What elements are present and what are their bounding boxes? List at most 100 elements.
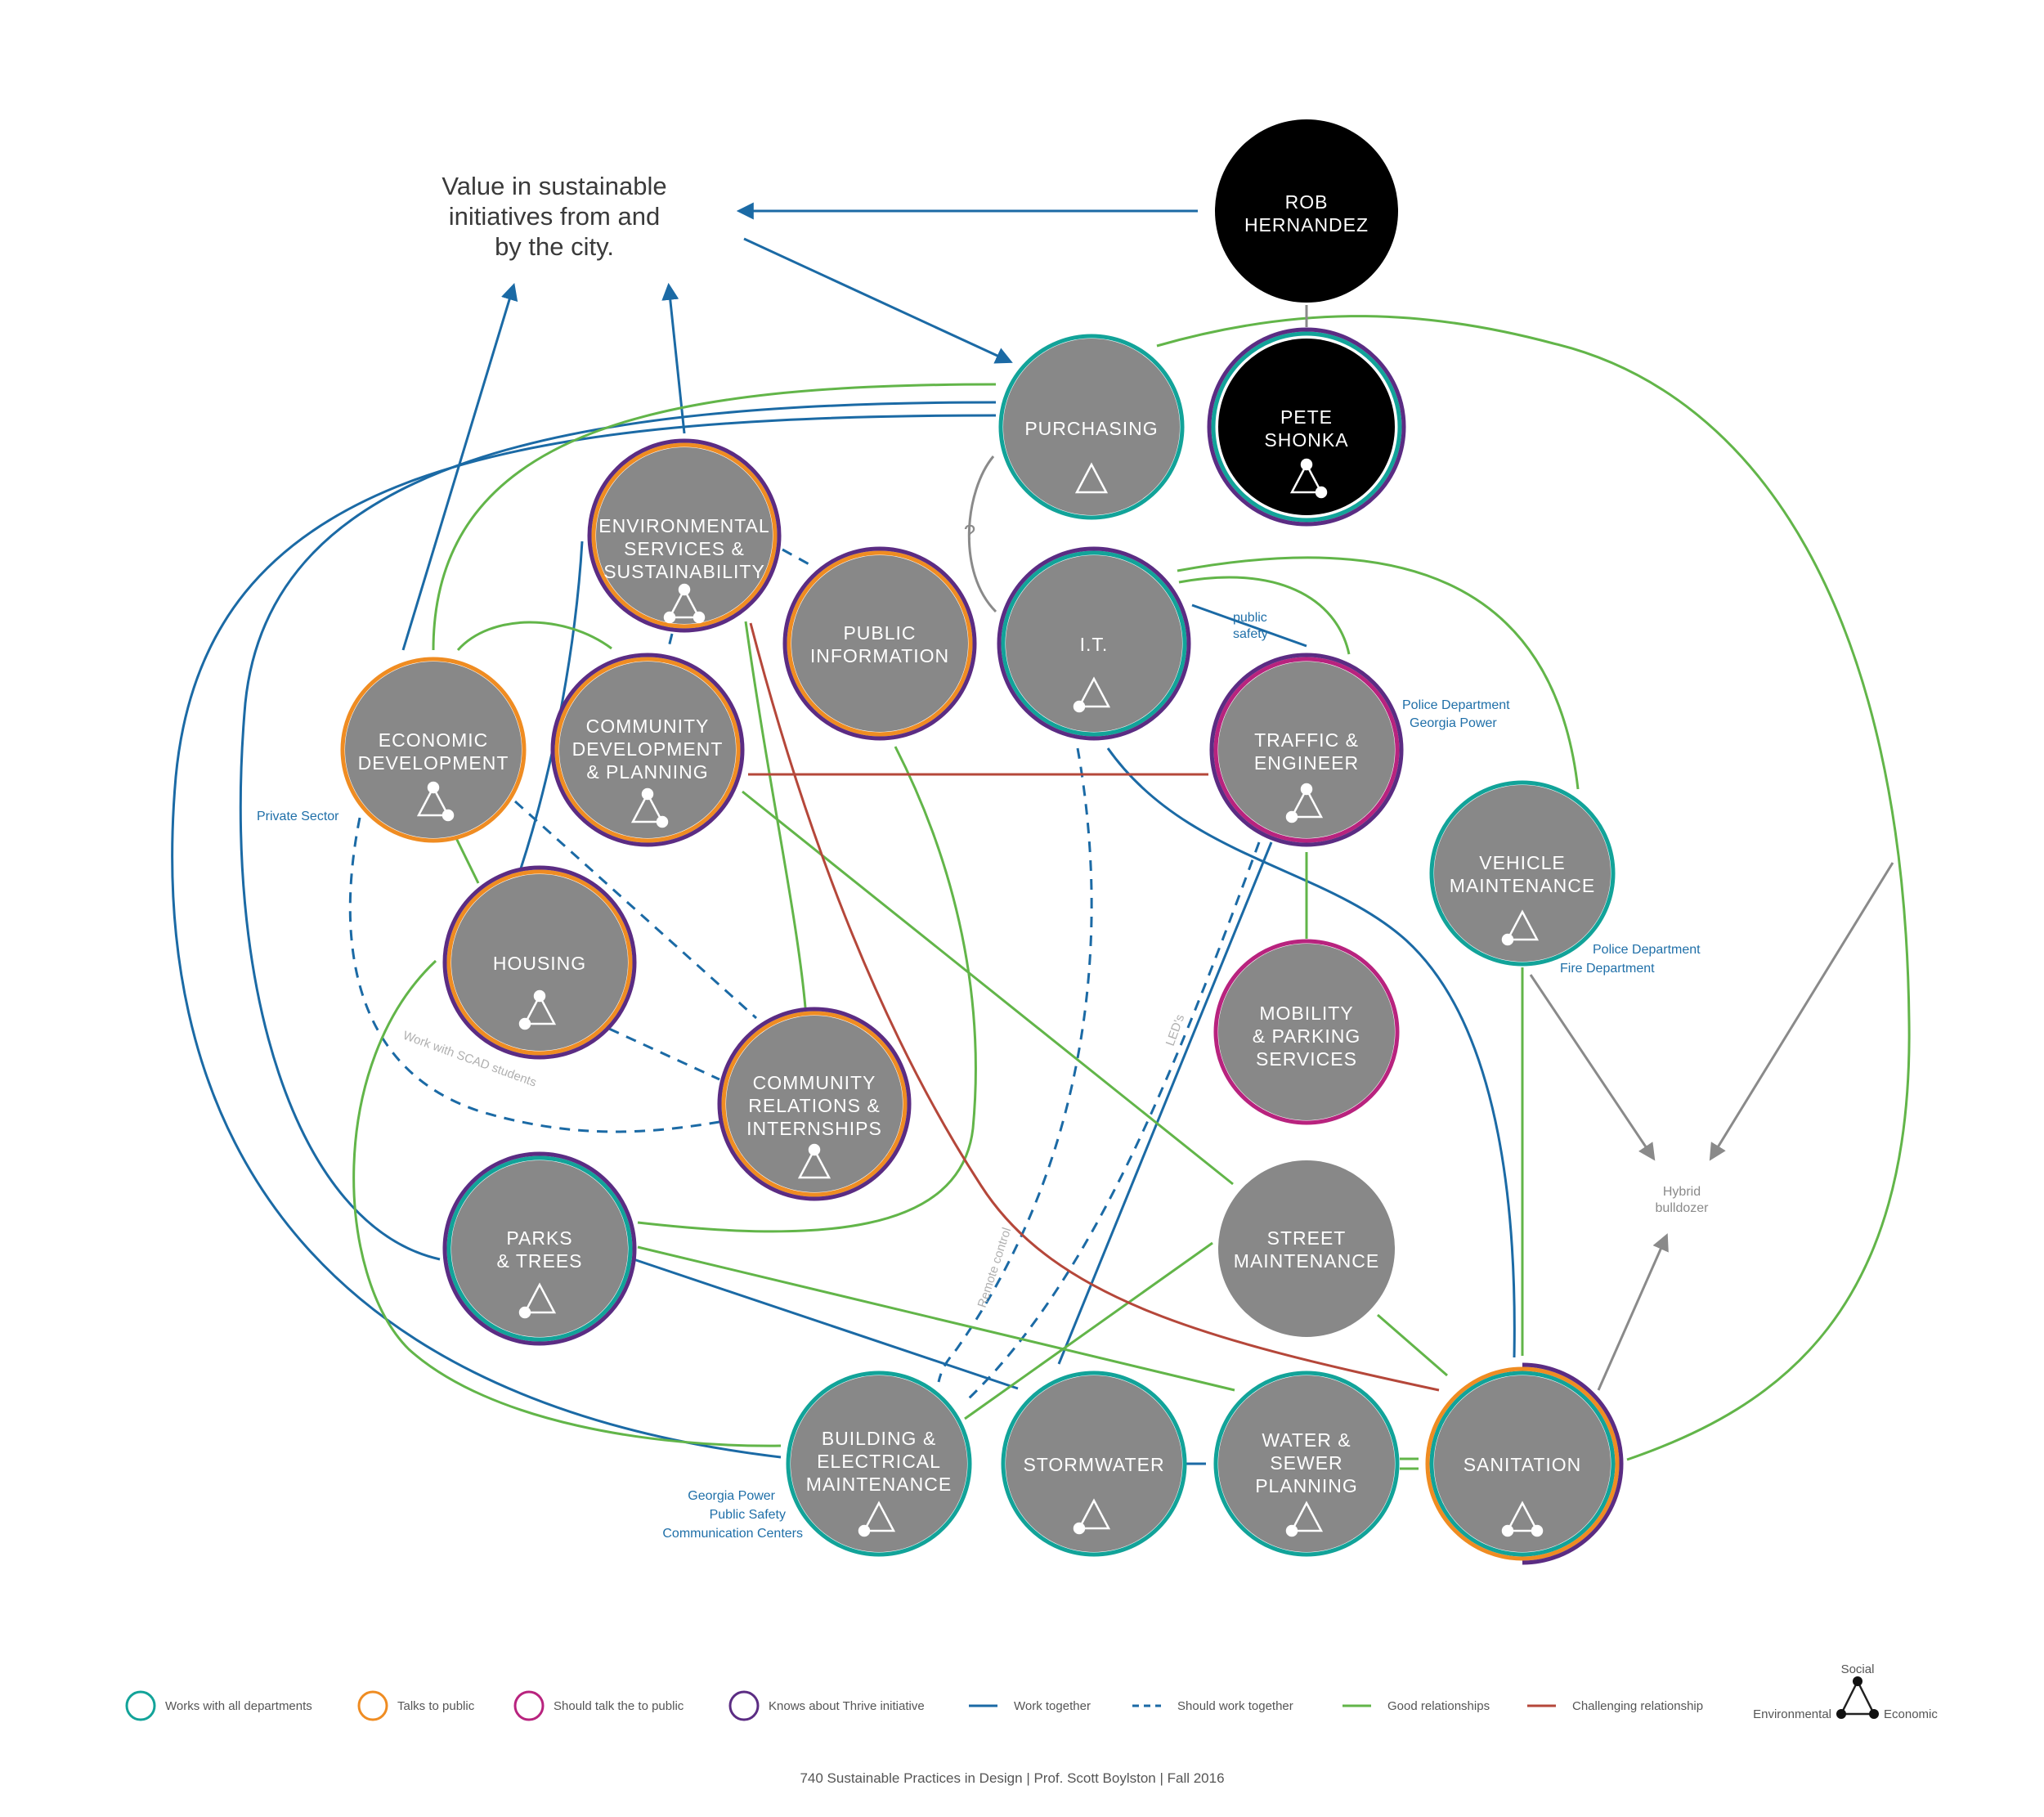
legend-label: Work together bbox=[1014, 1699, 1091, 1713]
legend: Works with all departments Talks to publ… bbox=[125, 1662, 1938, 1721]
legend-environmental: Environmental bbox=[1753, 1707, 1831, 1721]
node-vehicle-maintenance[interactable]: VEHICLE MAINTENANCE bbox=[1429, 780, 1616, 967]
node-stormwater[interactable]: STORMWATER bbox=[1001, 1371, 1187, 1557]
node-label: BUILDING & bbox=[822, 1428, 936, 1449]
link-it-sanitation bbox=[1106, 747, 1516, 1358]
vehicle-partner: Fire Department bbox=[1560, 962, 1655, 976]
link-purchasing-econ bbox=[432, 383, 997, 651]
vehicle-partner: Police Department bbox=[1593, 943, 1701, 957]
legend-teal: Works with all departments bbox=[125, 1690, 312, 1721]
node-label: SEWER bbox=[1270, 1452, 1342, 1474]
traffic-partner: Police Department bbox=[1402, 698, 1510, 712]
link-housing-building bbox=[352, 959, 782, 1447]
node-label: ELECTRICAL bbox=[817, 1451, 941, 1472]
node-label: COMMUNITY bbox=[753, 1072, 876, 1093]
link-housing-env bbox=[519, 541, 584, 869]
node-label: INFORMATION bbox=[810, 645, 949, 666]
legend-triangle-key: Social Environmental Economic bbox=[1753, 1662, 1938, 1721]
node-label: MAINTENANCE bbox=[1234, 1250, 1379, 1272]
node-label: MAINTENANCE bbox=[1450, 875, 1595, 896]
legend-should-work-together: Should work together bbox=[1132, 1699, 1293, 1713]
node-public-information[interactable]: PUBLIC INFORMATION bbox=[782, 546, 977, 741]
legend-challenging-relationship: Challenging relationship bbox=[1527, 1699, 1703, 1713]
node-water-sewer[interactable]: WATER & SEWER PLANNING bbox=[1213, 1371, 1400, 1557]
node-label: HOUSING bbox=[493, 953, 586, 974]
node-label: DEVELOPMENT bbox=[572, 738, 724, 760]
legend-purple: Knows about Thrive initiative bbox=[728, 1690, 925, 1721]
link-traffic-building-dashed bbox=[967, 841, 1261, 1400]
node-building-electrical[interactable]: BUILDING & ELECTRICAL MAINTENANCE bbox=[786, 1371, 972, 1557]
link-it-building-dashed bbox=[937, 747, 1093, 1383]
social-environmental-icon bbox=[1285, 783, 1324, 823]
legend-label: Talks to public bbox=[397, 1699, 475, 1713]
link-econ-cdp bbox=[456, 621, 612, 651]
node-label: ROB bbox=[1285, 191, 1329, 213]
node-label: DEVELOPMENT bbox=[358, 752, 509, 774]
value-statement: Value in sustainable initiatives from an… bbox=[442, 172, 666, 261]
node-label: SERVICES bbox=[1256, 1048, 1357, 1070]
node-label: SUSTAINABILITY bbox=[603, 561, 765, 582]
environmental-economic-icon bbox=[1501, 1501, 1544, 1537]
node-pete-shonka[interactable]: PETE SHONKA bbox=[1207, 327, 1406, 527]
triangle-icon bbox=[1074, 462, 1109, 494]
environmental-icon bbox=[1073, 676, 1111, 713]
link-vehicle-hybrid bbox=[1529, 974, 1656, 1161]
link-env-sanitation bbox=[749, 622, 1440, 1392]
node-housing[interactable]: HOUSING bbox=[442, 865, 637, 1060]
node-community-development[interactable]: COMMUNITY DEVELOPMENT & PLANNING bbox=[550, 653, 745, 847]
link-value-to-purchasing bbox=[743, 237, 1013, 364]
node-environmental-services[interactable]: ENVIRONMENTAL SERVICES & SUSTAINABILITY bbox=[587, 438, 782, 633]
title-line-1: Value in sustainable bbox=[442, 172, 666, 200]
node-label: ECONOMIC bbox=[379, 729, 489, 751]
node-street-maintenance[interactable]: STREET MAINTENANCE bbox=[1218, 1160, 1395, 1337]
link-econ-housing bbox=[455, 837, 480, 884]
link-env-cri bbox=[744, 621, 807, 1008]
question-mark: ? bbox=[964, 520, 975, 545]
environmental-icon bbox=[1073, 1498, 1111, 1535]
node-label: PARKS bbox=[506, 1227, 572, 1249]
private-sector-note: Private Sector bbox=[257, 810, 339, 823]
legend-good-relationships: Good relationships bbox=[1342, 1699, 1490, 1713]
link-econ-cri-dashed bbox=[513, 800, 758, 1020]
link-purchasing-hybrid bbox=[1709, 862, 1894, 1161]
social-economic-icon bbox=[630, 787, 669, 828]
node-rob-hernandez[interactable]: ROB HERNANDEZ bbox=[1215, 119, 1398, 303]
link-it-traffic-green bbox=[1178, 576, 1351, 655]
building-partner: Georgia Power bbox=[688, 1489, 775, 1503]
link-street-sanitation bbox=[1377, 1313, 1448, 1377]
public-safety-note: public bbox=[1233, 611, 1267, 625]
building-partner: Communication Centers bbox=[662, 1527, 803, 1541]
node-traffic-engineer[interactable]: TRAFFIC & ENGINEER bbox=[1209, 653, 1404, 847]
public-safety-note: safety bbox=[1233, 627, 1268, 641]
node-mobility-parking[interactable]: MOBILITY & PARKING SERVICES bbox=[1213, 939, 1400, 1125]
legend-work-together: Work together bbox=[969, 1699, 1091, 1713]
node-it[interactable]: I.T. bbox=[997, 546, 1191, 741]
node-label: MAINTENANCE bbox=[806, 1474, 952, 1495]
node-label: PUBLIC bbox=[843, 622, 916, 644]
node-label: SANITATION bbox=[1464, 1454, 1582, 1475]
environmental-icon bbox=[1501, 909, 1540, 946]
link-traffic-storm bbox=[1057, 841, 1273, 1365]
node-parks-trees[interactable]: PARKS & TREES bbox=[442, 1151, 637, 1346]
legend-orange: Talks to public bbox=[357, 1690, 475, 1721]
social-economic-icon bbox=[1289, 458, 1328, 499]
hybrid-bulldozer: Hybrid bbox=[1663, 1185, 1701, 1199]
node-label: PETE bbox=[1280, 406, 1333, 428]
node-economic-development[interactable]: ECONOMIC DEVELOPMENT bbox=[340, 657, 527, 843]
link-env-pubinfo-dashed bbox=[782, 548, 814, 568]
node-label: PURCHASING bbox=[1024, 418, 1158, 439]
node-label: VEHICLE bbox=[1479, 852, 1565, 873]
node-label: SERVICES & bbox=[624, 538, 745, 559]
node-label: ENVIRONMENTAL bbox=[598, 515, 769, 536]
social-environmental-icon bbox=[518, 989, 557, 1030]
node-label: WATER & bbox=[1262, 1429, 1351, 1451]
link-purchasing-sanitation bbox=[1156, 315, 1911, 1461]
node-label: ENGINEER bbox=[1254, 752, 1359, 774]
node-sanitation[interactable]: SANITATION bbox=[1425, 1362, 1624, 1565]
link-parks-storm bbox=[633, 1258, 1019, 1390]
node-purchasing[interactable]: PURCHASING bbox=[998, 334, 1185, 520]
node-community-relations[interactable]: COMMUNITY RELATIONS & INTERNSHIPS bbox=[717, 1007, 912, 1201]
node-label: RELATIONS & bbox=[748, 1095, 880, 1116]
legend-label: Challenging relationship bbox=[1572, 1699, 1703, 1713]
